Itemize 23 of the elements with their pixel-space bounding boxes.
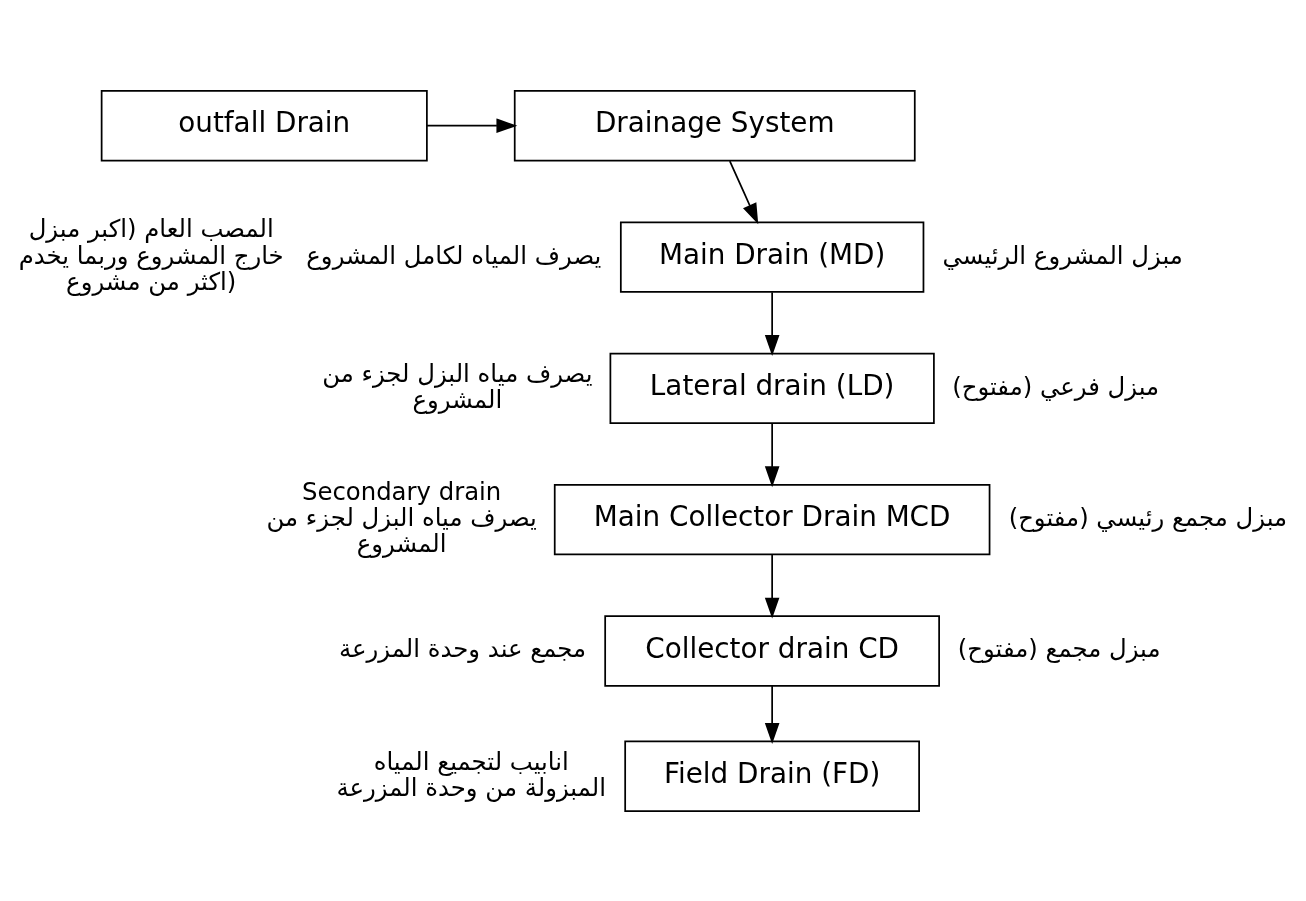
node-box: Collector drain CD: [604, 614, 940, 687]
node-label: انابيب لتجميع المياه المبزولة من وحدة المزرعة: [336, 746, 606, 802]
node-label: Secondary drain: [302, 476, 502, 506]
node-label: يصرف المياه لكامل المشروع: [306, 240, 602, 269]
arrow: [764, 422, 780, 487]
node-label: يصرف مياه البزل لجزء من المشروع: [322, 358, 593, 414]
node-box: Main Collector Drain MCD: [553, 483, 991, 555]
node-label: مبزل المشروع الرئيسي: [942, 240, 1183, 269]
node-box: Field Drain (FD): [624, 740, 920, 812]
arrow: [426, 117, 518, 133]
node-label: مبزل مجمع رئيسي (مفتوح): [1008, 502, 1288, 532]
node-box: Lateral drain (LD): [609, 352, 935, 424]
arrow: [728, 159, 759, 224]
node-box: Drainage System: [513, 89, 916, 161]
node-label: مبزل فرعي (مفتوح): [952, 371, 1160, 401]
arrow: [764, 553, 780, 619]
node-box: Main Drain (MD): [619, 220, 925, 293]
node-label: المصب العام (اكبر مبزل خارج المشروع وربما يخدم اكثر من مشروع): [18, 213, 284, 296]
node-box: outfall Drain: [100, 89, 428, 161]
node-label: مبزل مجمع (مفتوح): [957, 633, 1161, 663]
arrow: [764, 291, 780, 356]
arrow: [764, 684, 780, 744]
node-label: مجمع عند وحدة المزرعة: [339, 633, 587, 663]
